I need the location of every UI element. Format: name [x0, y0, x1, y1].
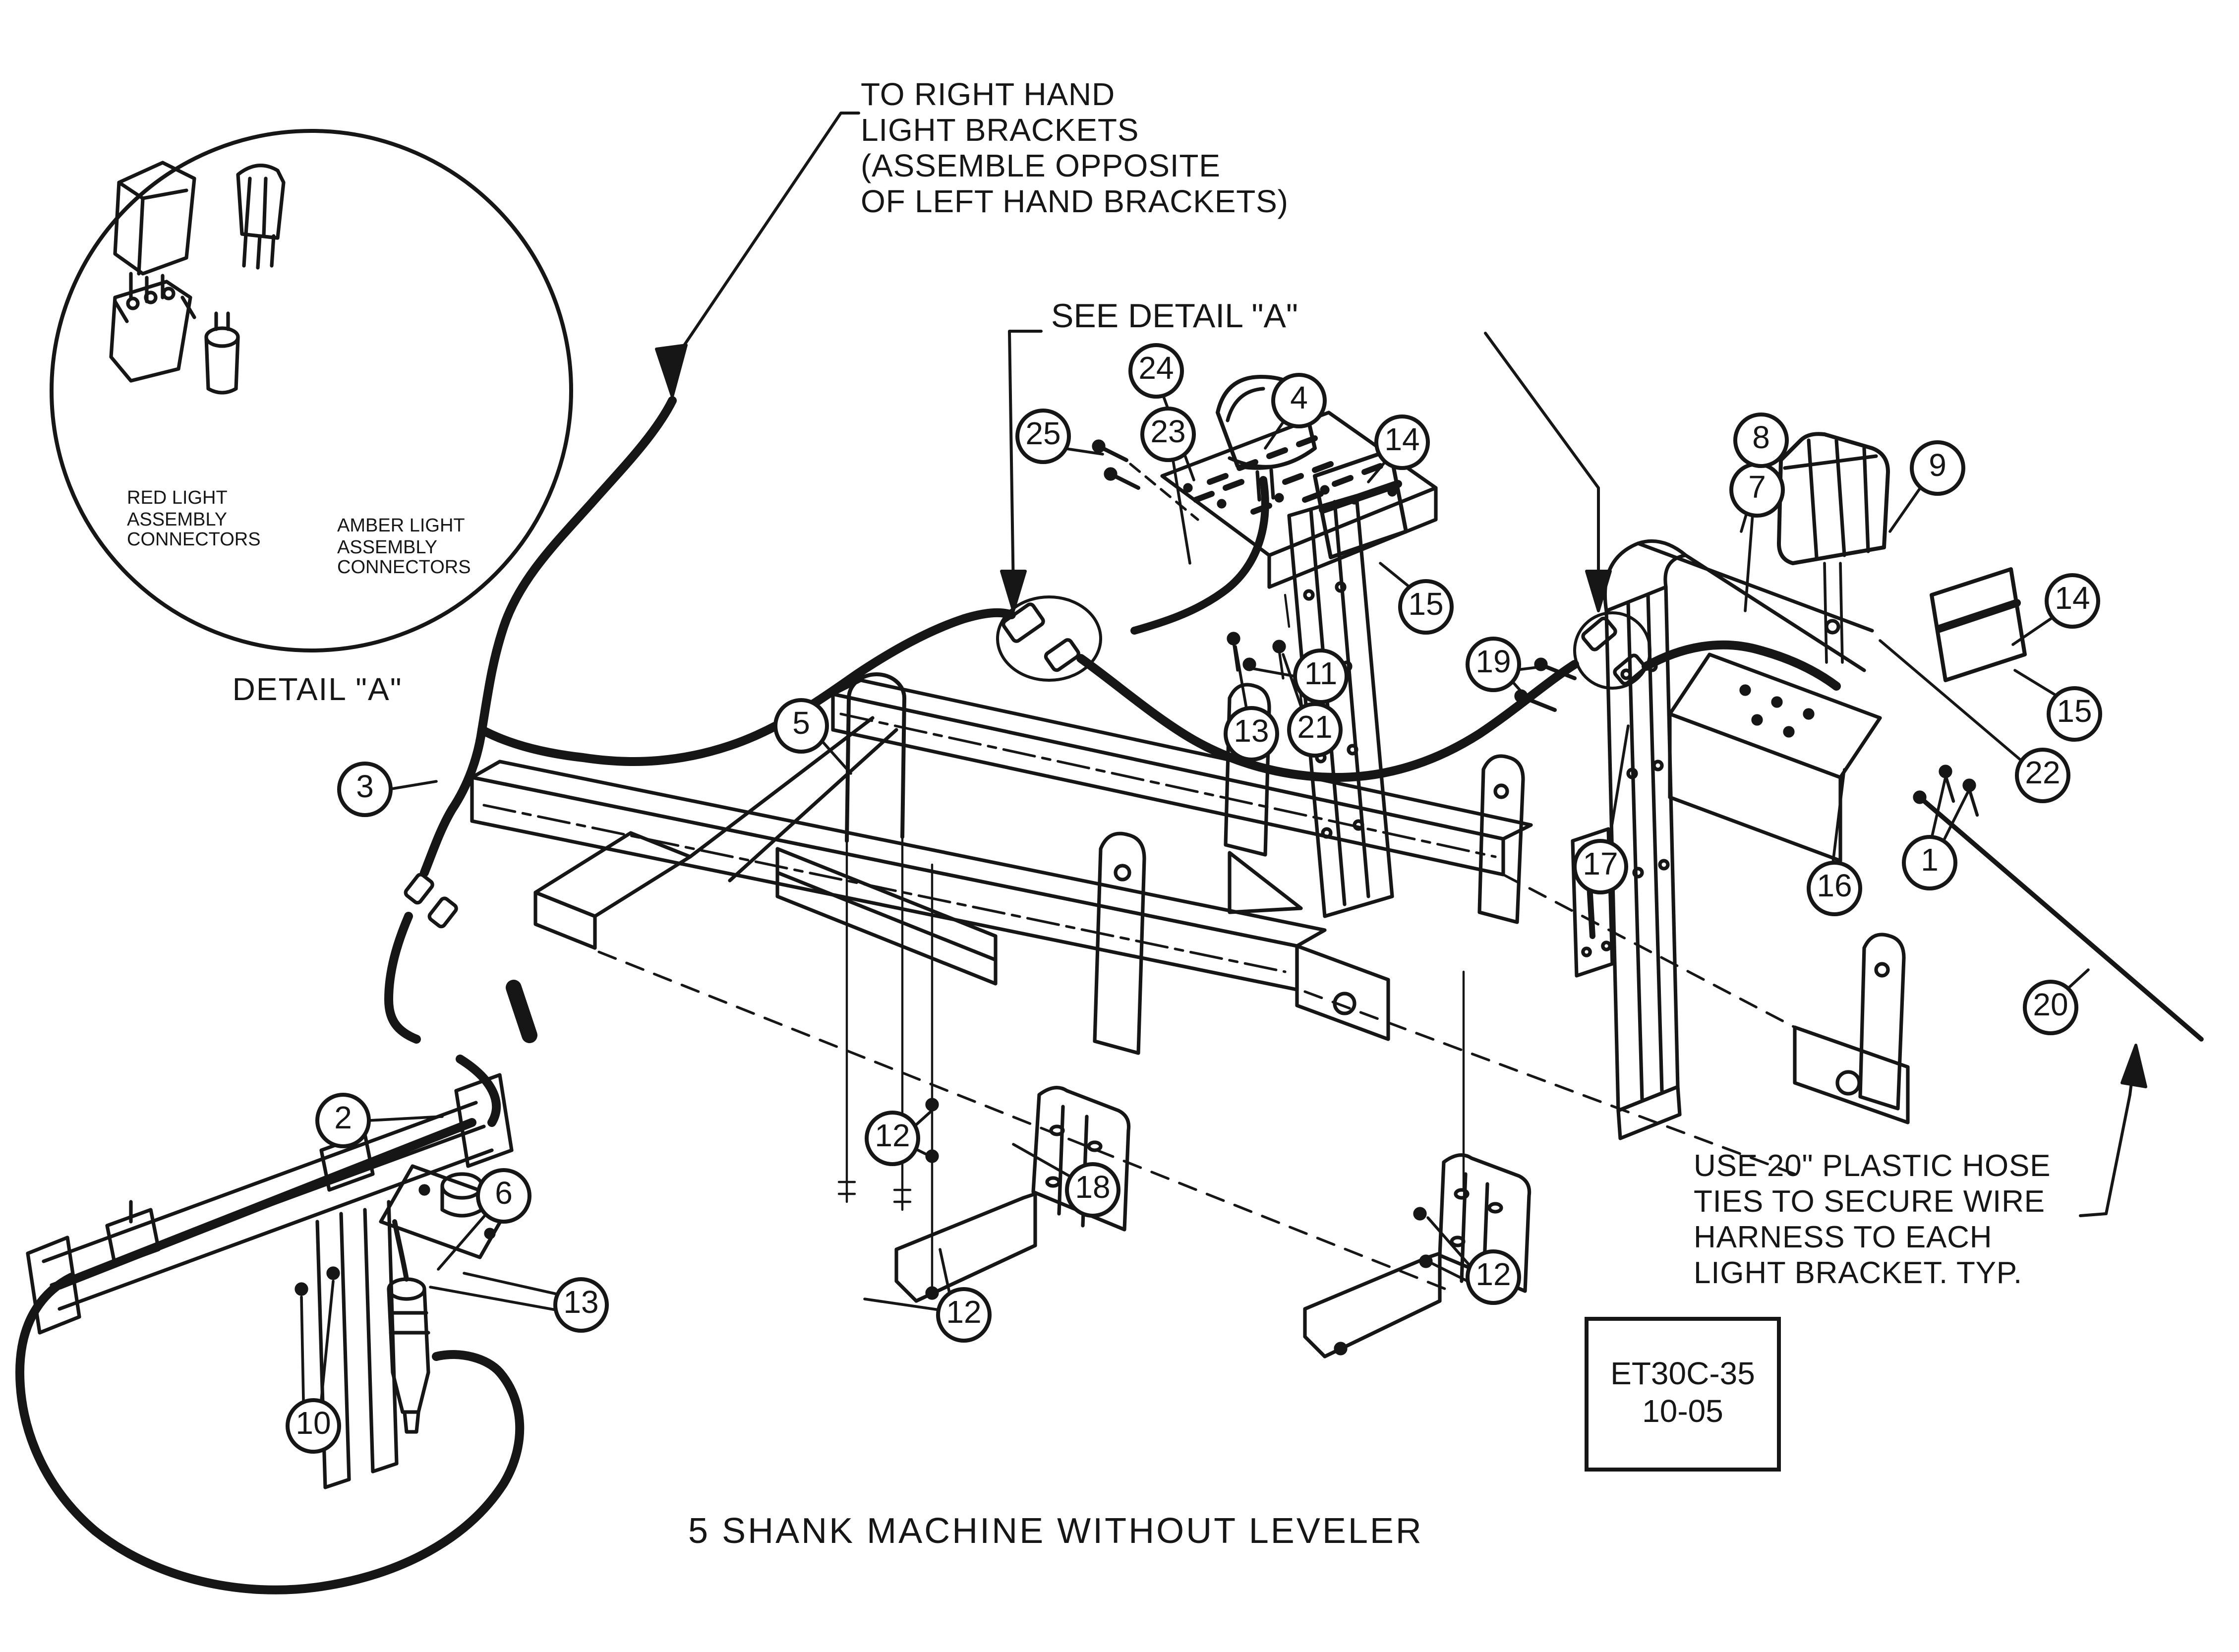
callout-17: 17 — [1573, 839, 1628, 894]
callout-13: 13 — [1224, 706, 1279, 762]
callout-15: 15 — [2047, 686, 2102, 742]
page-title: 5 SHANK MACHINE WITHOUT LEVELER — [688, 1511, 1423, 1551]
callout-15: 15 — [1398, 579, 1454, 635]
callout-12: 12 — [936, 1287, 992, 1343]
harness-connector-pairs — [404, 595, 1651, 929]
callout-21: 21 — [1287, 702, 1343, 758]
detail-amber-connectors-label: AMBER LIGHT ASSEMBLY CONNECTORS — [337, 516, 471, 579]
toolbar-frame — [470, 672, 1910, 1295]
callout-4: 4 — [1271, 373, 1327, 428]
callout-9: 9 — [1910, 440, 1965, 496]
callout-6: 6 — [476, 1168, 531, 1224]
callout-23: 23 — [1140, 407, 1196, 462]
callout-24: 24 — [1128, 343, 1184, 399]
callout-7: 7 — [1729, 462, 1785, 518]
callout-18: 18 — [1065, 1162, 1120, 1218]
callout-22: 22 — [2015, 748, 2070, 803]
callout-10: 10 — [286, 1398, 341, 1454]
drawing-number: ET30C-35 — [1610, 1358, 1755, 1392]
drawing-date: 10-05 — [1642, 1396, 1723, 1430]
light-bracket-left — [894, 1086, 1131, 1303]
callout-14: 14 — [2045, 573, 2100, 629]
note-see-detail-a: SEE DETAIL "A" — [1051, 297, 1298, 335]
callout-8: 8 — [1733, 413, 1789, 468]
callout-11: 11 — [1293, 649, 1349, 704]
callout-20: 20 — [2023, 980, 2078, 1035]
callout-12: 12 — [1466, 1249, 1521, 1305]
callout-13: 13 — [553, 1277, 609, 1333]
callout-14: 14 — [1374, 414, 1430, 470]
callout-2: 2 — [315, 1093, 371, 1148]
callout-19: 19 — [1466, 637, 1521, 692]
callout-12: 12 — [865, 1111, 920, 1166]
detail-red-connectors-label: RED LIGHT ASSEMBLY CONNECTORS — [127, 488, 261, 551]
callout-1: 1 — [1902, 835, 1957, 890]
note-leaders — [655, 112, 2147, 1217]
callout-25: 25 — [1015, 409, 1071, 464]
detail-a-caption: DETAIL "A" — [232, 674, 403, 708]
detail-a-circle — [50, 129, 573, 652]
callout-16: 16 — [1807, 861, 1862, 916]
drawing-number-box: ET30C-35 10-05 — [1585, 1317, 1781, 1472]
light-bracket-right — [1303, 1153, 1532, 1358]
wire-harness — [15, 396, 1841, 1594]
callout-3: 3 — [337, 762, 393, 817]
callout-5: 5 — [773, 698, 829, 754]
note-hose-ties: USE 20" PLASTIC HOSE TIES TO SECURE WIRE… — [1694, 1150, 2051, 1291]
note-right-hand-brackets: TO RIGHT HAND LIGHT BRACKETS (ASSEMBLE O… — [861, 79, 1289, 220]
